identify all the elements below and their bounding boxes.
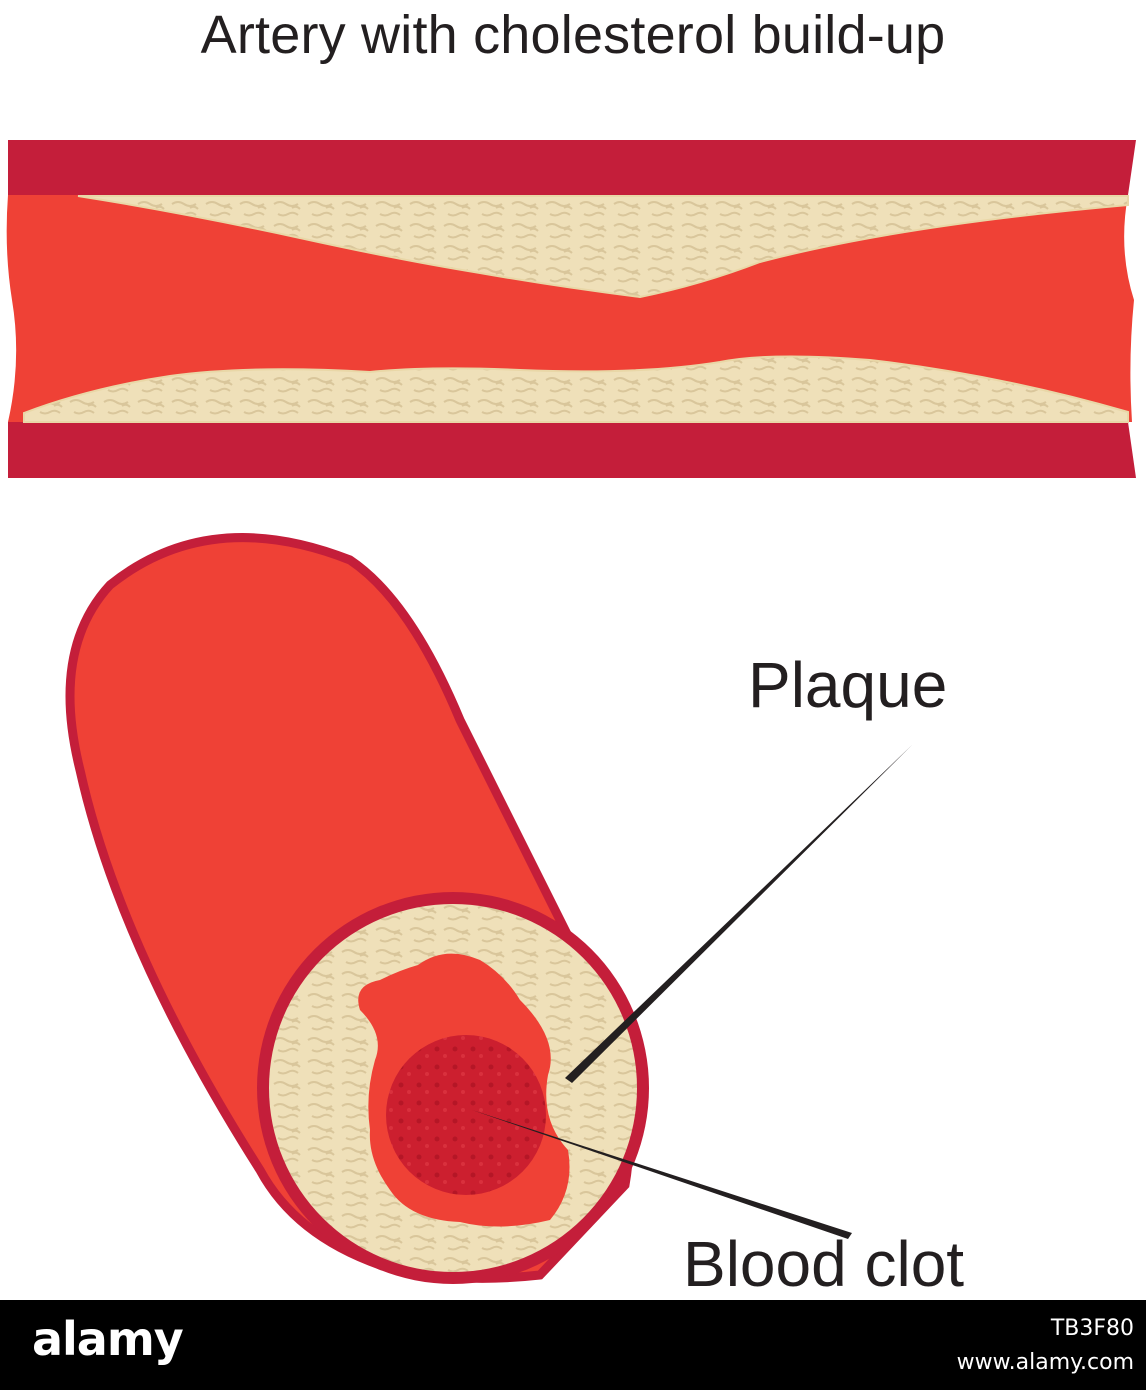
artery-longitudinal-section — [6, 140, 1136, 478]
footer-logo: alamy — [32, 1312, 184, 1366]
footer-banner: alamy TB3F80 www.alamy.com — [0, 1300, 1146, 1390]
label-pointers — [472, 745, 912, 1239]
artery-cross-section — [65, 533, 649, 1284]
footer-site: www.alamy.com — [956, 1350, 1134, 1375]
footer-image-id: TB3F80 — [1050, 1316, 1134, 1341]
artery-wall-top — [8, 140, 1136, 195]
diagram-title: Artery with cholesterol build-up — [200, 5, 946, 65]
plaque-deposit-upper — [77, 195, 1129, 299]
artery-wall-bottom — [8, 422, 1136, 478]
blood-clot — [386, 1035, 546, 1195]
plaque-label: Plaque — [748, 649, 948, 721]
plaque-deposit-lower — [23, 355, 1129, 423]
blood-clot-label: Blood clot — [683, 1228, 965, 1300]
plaque-pointer-line — [565, 745, 912, 1083]
artery-illustration — [6, 140, 1136, 1284]
blood-clot-pointer-line — [472, 1110, 852, 1239]
